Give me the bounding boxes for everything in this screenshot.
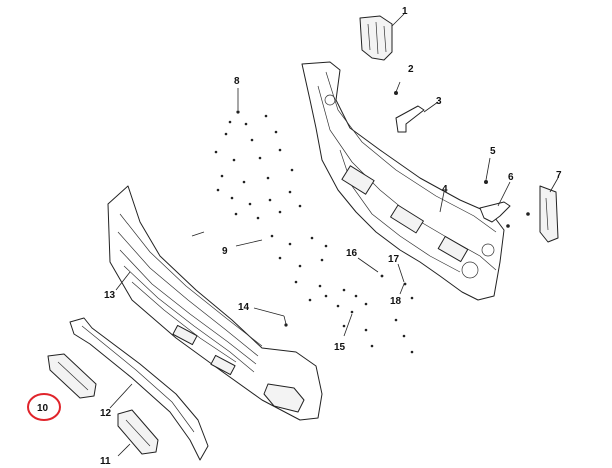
- callout-4[interactable]: 4: [442, 184, 448, 195]
- callout-6[interactable]: 6: [508, 172, 514, 183]
- callout-13[interactable]: 13: [104, 290, 116, 301]
- part-17-18-hardware: [397, 263, 414, 300]
- callout-18[interactable]: 18: [390, 296, 402, 307]
- part-10-bracket: [47, 353, 97, 399]
- callout-16[interactable]: 16: [346, 248, 358, 259]
- callout-5[interactable]: 5: [490, 146, 496, 157]
- part-3-bracket: [395, 105, 425, 133]
- callout-1[interactable]: 1: [402, 6, 408, 17]
- part-5-bolt: [484, 157, 491, 184]
- callout-2[interactable]: 2: [408, 64, 414, 75]
- part-8-hardware: [214, 88, 302, 220]
- callout-9[interactable]: 9: [222, 246, 228, 257]
- callout-7[interactable]: 7: [556, 170, 562, 181]
- part-6-bracket: [479, 201, 511, 228]
- part-9-hardware: [191, 231, 328, 302]
- highlight-ring: [27, 393, 61, 421]
- part-4-frame: [301, 61, 505, 301]
- part-1-bracket: [359, 15, 393, 61]
- callout-12[interactable]: 12: [100, 408, 112, 419]
- callout-10[interactable]: 10: [37, 403, 49, 414]
- callout-labels: 1 2 3 4 5 6 7 8 9 10 11 12 13 14 15 16 1…: [37, 6, 562, 467]
- part-14-bolt: [253, 307, 288, 327]
- part-12-trim-strip: [69, 317, 209, 461]
- callout-14[interactable]: 14: [238, 302, 250, 313]
- callout-8[interactable]: 8: [234, 76, 240, 87]
- part-2-bolt: [394, 81, 401, 95]
- callout-17[interactable]: 17: [388, 254, 400, 265]
- part-15-16-hardware: [336, 257, 414, 354]
- callout-15[interactable]: 15: [334, 342, 346, 353]
- part-7-bracket: [526, 185, 559, 243]
- part-11-bracket: [117, 409, 159, 457]
- callout-leaders: [391, 13, 559, 213]
- part-13-bumper-fascia: [107, 185, 323, 421]
- callout-3[interactable]: 3: [436, 96, 442, 107]
- callout-11[interactable]: 11: [100, 456, 111, 467]
